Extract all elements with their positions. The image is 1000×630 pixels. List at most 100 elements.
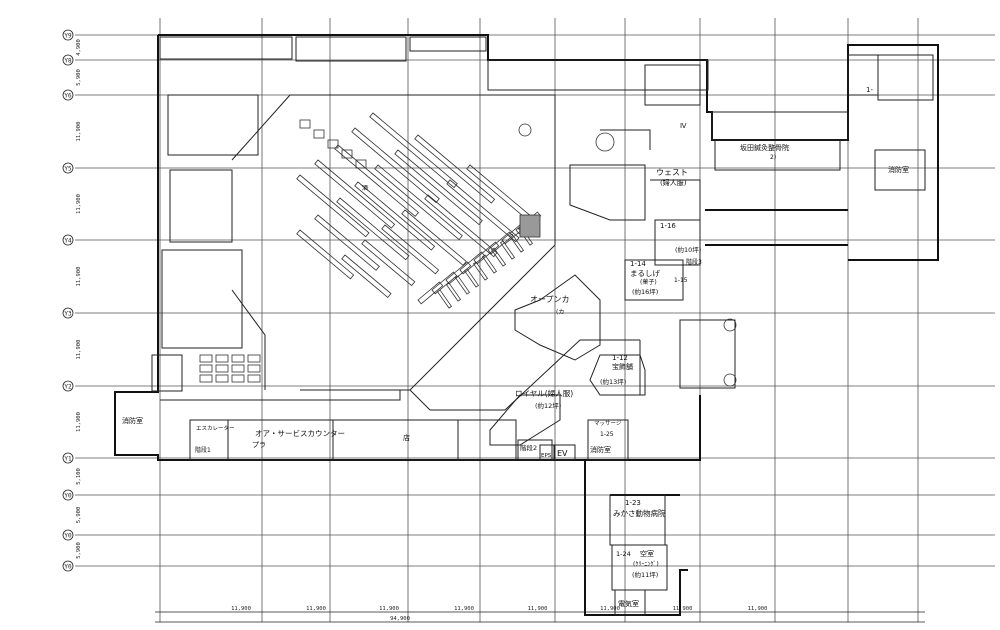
open-area-label: オープンカ [530, 295, 570, 304]
row-axis-label: Y2 [64, 384, 72, 391]
display-table [199, 354, 213, 363]
display-rack [394, 149, 483, 226]
display-rack [336, 197, 410, 261]
row-axis-bubble [62, 89, 74, 101]
bottom-dimension-label: 11,900 [454, 606, 474, 612]
row-dimension-label: 5,900 [76, 69, 82, 86]
stair-1-label: 階段1 [195, 446, 211, 454]
display-rack [417, 281, 444, 305]
row-dimension-label: 11,900 [76, 122, 82, 142]
display-rack [499, 240, 516, 260]
display-rack [508, 233, 525, 253]
display-rack [296, 174, 370, 238]
building-walls [114, 34, 939, 616]
display-rack [314, 214, 380, 271]
display-table [355, 159, 367, 169]
display-rack [374, 164, 463, 241]
eps-label: EPS [541, 453, 552, 459]
room-1-1-id: 1- [866, 86, 873, 94]
display-table [247, 354, 261, 363]
display-table [247, 364, 261, 373]
display-rack [351, 127, 440, 204]
room-west-name: ウェスト [656, 168, 688, 177]
row-axis-bubble [62, 54, 74, 66]
row-axis-label: Y1 [64, 456, 72, 463]
display-rack [424, 194, 498, 258]
room-1-1-sub: 2) [770, 154, 776, 161]
room-1-25-id: 1-25 [600, 431, 614, 438]
service-counter-label: オア・サービスカウンター [255, 429, 345, 438]
room-royal-area: (約12坪) [535, 401, 561, 410]
display-rack [481, 254, 498, 274]
display-rack [454, 275, 471, 295]
room-1-14-sub: (菓子) [640, 278, 657, 286]
display-rack [466, 164, 532, 221]
room-1-16-area: (約10坪) [675, 245, 701, 254]
display-rack [431, 271, 458, 295]
display-rack [296, 229, 355, 280]
bottom-dimension-label: 11,900 [306, 606, 326, 612]
display-rack [381, 224, 440, 275]
hatched-fixture [519, 214, 541, 238]
service-counter-sub: プラ [252, 441, 266, 449]
room-1-14-id: 1-14 [630, 260, 646, 268]
round-fixture [723, 373, 737, 387]
open-area-sub: (カ [556, 309, 564, 316]
row-dimension-label: 11,900 [76, 412, 82, 432]
shop-small-label: 店 [403, 433, 410, 442]
bottom-dimension-label: 11,900 [600, 606, 620, 612]
bottom-dimension-label: 11,900 [673, 606, 693, 612]
store-fixtures [199, 112, 737, 387]
round-fixture [723, 318, 737, 332]
room-1-15-id: 1-15 [674, 277, 688, 284]
display-table [231, 364, 245, 373]
row-dimension-label: 11,900 [76, 340, 82, 360]
display-rack [490, 247, 507, 267]
room-1-1-name: 坂田鍼灸整骨院 [740, 143, 789, 152]
display-rack [436, 289, 453, 309]
room-1-14-name: まるしげ [630, 269, 660, 278]
electric-room-label: 電気室 [618, 599, 639, 608]
row-axis-bubble [62, 452, 74, 464]
room-1-24-id: 1-24 [616, 550, 631, 558]
room-1-16-id: 1-16 [660, 222, 676, 230]
row-dimension-label: 4,900 [76, 39, 82, 56]
row-axis-label: Y4 [64, 238, 72, 245]
room-1-23-name: みかさ動物病院 [613, 508, 666, 518]
escalator-label: エスカレーター [196, 424, 235, 432]
room-labels: 1- 坂田鍼灸整骨院 2) 消防室 ウェスト (婦人服) 1-16 (約10坪)… [122, 86, 909, 608]
round-fixture [595, 132, 615, 152]
display-table [215, 364, 229, 373]
grid-lines [75, 18, 995, 622]
row-axis-bubble [62, 234, 74, 246]
display-rack [401, 209, 467, 266]
room-1-12-area: (約13坪) [600, 377, 626, 386]
row-axis-label: Y0 [64, 493, 72, 500]
display-table [215, 354, 229, 363]
row-axis-label: Y0 [64, 564, 72, 571]
bottom-total-label: 94,900 [390, 616, 410, 622]
stair-2-label: 階段2 [520, 443, 537, 452]
row-dimension-label: 5,900 [76, 507, 82, 524]
fire-room-center-label: 消防室 [590, 445, 611, 454]
row-axis-label: Y9 [64, 33, 72, 40]
display-rack [314, 159, 396, 229]
display-rack [414, 134, 496, 204]
display-table [231, 374, 245, 383]
display-rack [334, 144, 419, 217]
bottom-dimension-label: 11,900 [379, 606, 399, 612]
row-axis-label: Y8 [64, 58, 72, 65]
row-axis-label: Y5 [64, 166, 72, 173]
display-rack [473, 241, 500, 265]
massage-label: マッサージ [594, 420, 622, 427]
row-axis-bubble [62, 162, 74, 174]
row-axis-label: Y0 [64, 533, 72, 540]
row-axis-bubble [62, 29, 74, 41]
display-rack [341, 254, 392, 298]
room-west-sub: (婦人服) [660, 178, 687, 187]
display-table [215, 374, 229, 383]
row-axis-bubble [62, 307, 74, 319]
row-axis-bubble [62, 489, 74, 501]
